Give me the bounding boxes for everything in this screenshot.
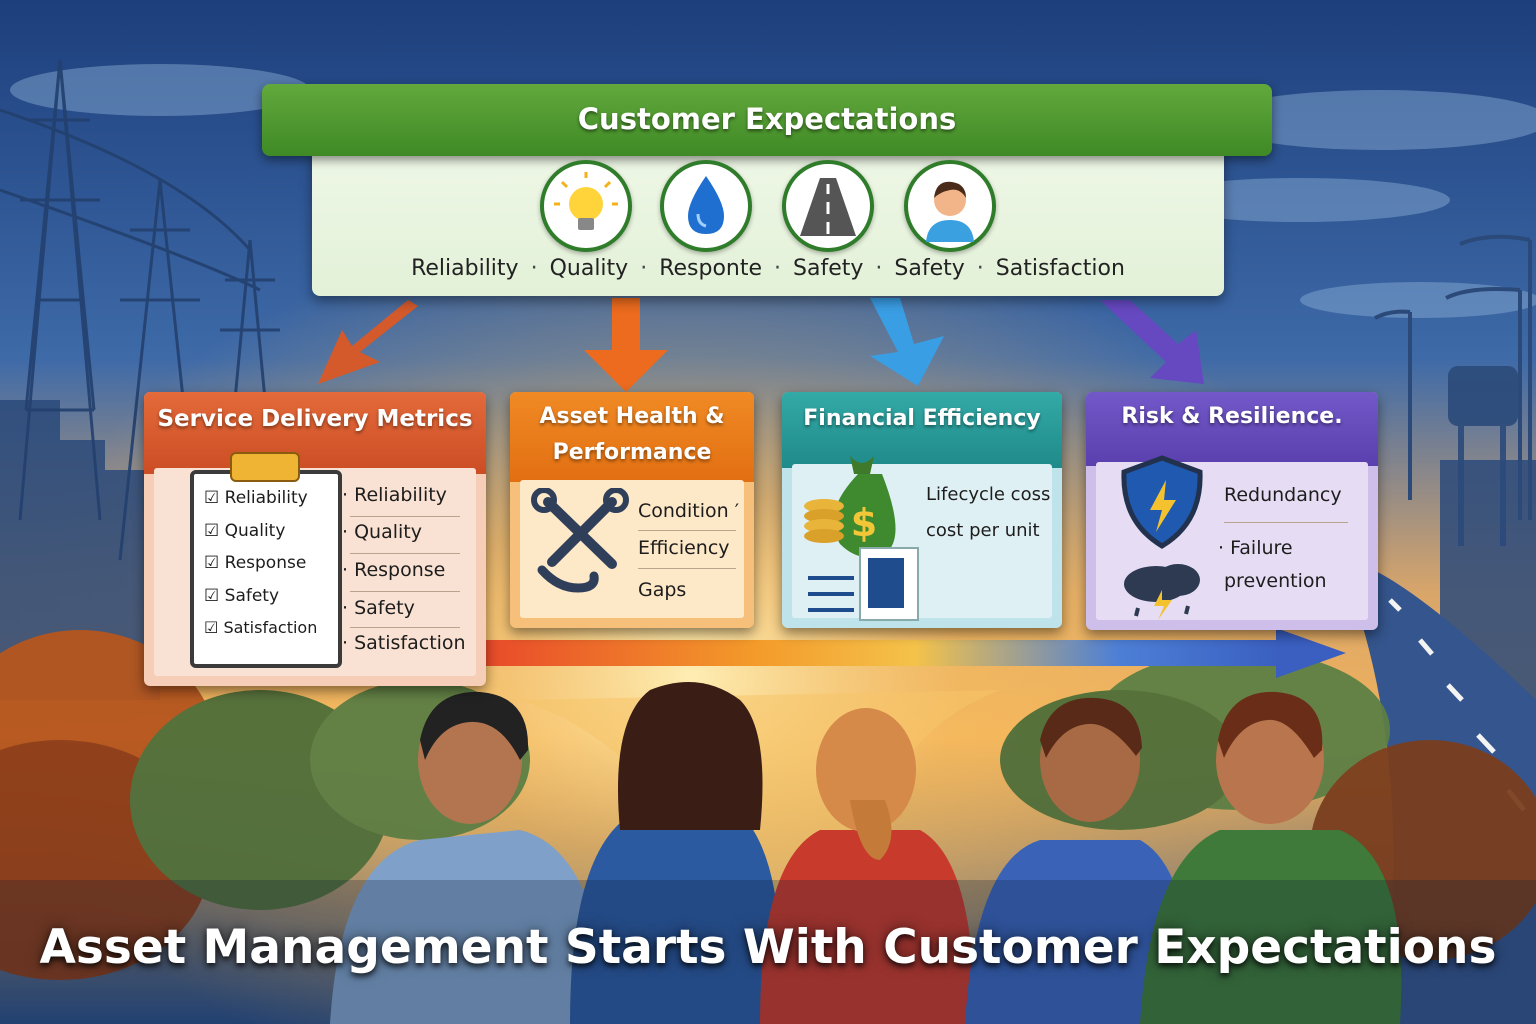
water-drop-icon — [660, 160, 752, 252]
checklist-item: ☑ Quality — [204, 521, 286, 541]
clipboard-clip-icon — [230, 452, 300, 482]
customer-expectations-panel — [312, 150, 1224, 296]
svg-text:$: $ — [851, 501, 877, 545]
customer-expectations-title: Customer Expectations — [577, 102, 957, 136]
expectation-item: Reliability — [411, 256, 519, 281]
expectation-item: Satisfaction — [995, 256, 1125, 281]
metric-item: · Satisfaction — [342, 632, 466, 654]
expectation-item: Safety — [894, 256, 965, 281]
asset-health-title-line1: Asset Health & — [539, 404, 725, 429]
risk-item: Redundancy — [1224, 484, 1342, 506]
asset-item: Efficiency — [638, 537, 730, 559]
shield-icon — [1121, 455, 1203, 620]
customer-expectations-list: Reliability·Quality·Responte·Safety·Safe… — [411, 256, 1125, 281]
financial-efficiency-card: Financial Efficiency $ Lifecycle coss co… — [782, 392, 1062, 628]
audience-group — [330, 682, 1402, 1024]
wrench-screwdriver-icon — [531, 488, 629, 593]
lightbulb-icon — [540, 160, 632, 252]
risk-item: · Failure — [1218, 537, 1293, 559]
asset-health-header: Asset Health & Performance — [510, 392, 754, 482]
metric-item: · Reliability — [342, 484, 447, 506]
road-icon — [782, 160, 874, 252]
financial-item: Lifecycle coss — [926, 484, 1051, 505]
asset-item: Gaps — [638, 579, 687, 601]
asset-health-card: Asset Health & Performance Condition ′ E… — [510, 392, 754, 628]
service-delivery-title: Service Delivery Metrics — [157, 406, 473, 432]
money-bag-icon: $ — [804, 456, 919, 621]
checklist-item: ☑ Response — [204, 553, 307, 573]
storm-cloud-icon — [1124, 564, 1200, 620]
metric-item: · Quality — [342, 521, 422, 543]
financial-item: cost per unit — [926, 520, 1040, 541]
service-delivery-header: Service Delivery Metrics — [144, 392, 486, 474]
financial-efficiency-title: Financial Efficiency — [803, 406, 1041, 431]
expectation-item: Safety — [793, 256, 864, 281]
metric-item: · Response — [342, 559, 446, 581]
main-caption: Asset Management Starts With Customer Ex… — [39, 920, 1497, 975]
risk-item: prevention — [1224, 570, 1327, 592]
flow-arrows — [318, 298, 1204, 392]
person-icon — [904, 160, 996, 252]
checklist-item: ☑ Reliability — [204, 488, 308, 508]
risk-resilience-title: Risk & Resilience. — [1121, 404, 1343, 429]
financial-efficiency-header: Financial Efficiency — [782, 392, 1062, 468]
asset-item: Condition ′ — [638, 500, 740, 522]
customer-expectations-banner: Customer Expectations — [262, 84, 1272, 156]
metric-item: · Safety — [342, 597, 415, 619]
expectation-item: Responte — [659, 256, 763, 281]
checklist-item: ☑ Satisfaction — [204, 618, 318, 637]
risk-resilience-header: Risk & Resilience. — [1086, 392, 1378, 466]
risk-resilience-card: Risk & Resilience. Redundancy · Failure … — [1086, 392, 1378, 630]
progress-arrow — [470, 628, 1346, 678]
checklist-item: ☑ Safety — [204, 586, 280, 606]
expectation-item: Quality — [549, 256, 629, 281]
service-delivery-card: Service Delivery Metrics ☑ Reliability ☑… — [144, 392, 486, 686]
asset-health-body — [520, 480, 744, 618]
asset-health-title-line2: Performance — [552, 440, 712, 465]
